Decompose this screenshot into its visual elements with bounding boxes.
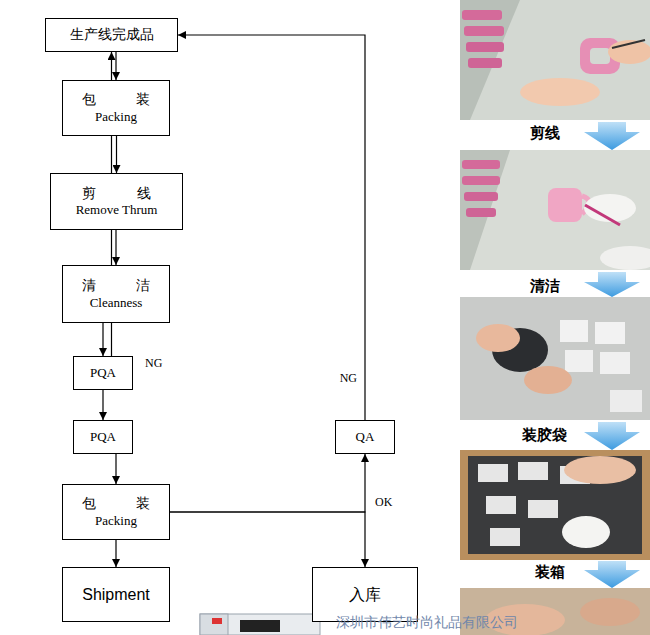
step-arrow — [584, 122, 640, 588]
process-box: 包 装Packing — [62, 80, 170, 136]
connector — [115, 540, 116, 567]
process-box: 剪 线Remove Thrum — [50, 173, 183, 230]
connector — [115, 52, 116, 80]
box-text: PQA — [90, 429, 116, 445]
box-text: 包 装 — [82, 495, 151, 513]
box-text: Shipment — [82, 585, 150, 605]
box-text: Packing — [95, 109, 137, 125]
check-box: PQA — [73, 356, 133, 390]
edge-label: OK — [373, 495, 394, 509]
connector — [178, 35, 365, 420]
box-text: PQA — [90, 365, 116, 381]
connector — [116, 136, 117, 173]
source-box: 生产线完成品 — [45, 18, 178, 52]
step-label: 剪线 — [527, 124, 563, 142]
process-box: 清 洁Cleanness — [62, 265, 170, 323]
connector — [115, 454, 116, 484]
box-text: 包 装 — [82, 91, 151, 109]
connector — [170, 512, 365, 567]
end-box: Shipment — [62, 567, 170, 622]
box-text: 清 洁 — [82, 277, 151, 295]
check-box: QA — [335, 420, 395, 454]
box-text: 入库 — [349, 585, 381, 605]
storage-box: 入库 — [312, 567, 418, 622]
connector — [102, 323, 103, 356]
edge-label: NG — [143, 356, 164, 370]
step-label: 装胶袋 — [519, 426, 570, 444]
photo-boxing — [460, 450, 650, 560]
box-text: Remove Thrum — [76, 202, 158, 218]
photo-bagging — [460, 297, 650, 420]
step-label: 装箱 — [532, 563, 568, 581]
connector — [102, 390, 103, 420]
process-box: 包 装Packing — [62, 484, 170, 540]
photo-clean — [460, 150, 650, 270]
truck-picture — [200, 614, 320, 635]
connector — [115, 230, 116, 265]
box-text: 剪 线 — [82, 185, 151, 203]
step-label: 清洁 — [527, 277, 563, 295]
box-text: 生产线完成品 — [70, 26, 154, 44]
box-text: Packing — [95, 513, 137, 529]
photo-trim — [460, 0, 650, 120]
box-text: Cleanness — [90, 295, 143, 311]
watermark: 深圳市伟艺时尚礼品有限公司 — [336, 614, 518, 630]
check-box: PQA — [73, 420, 133, 454]
edge-label: NG — [338, 371, 359, 385]
connector — [170, 454, 365, 512]
box-text: QA — [356, 429, 375, 445]
